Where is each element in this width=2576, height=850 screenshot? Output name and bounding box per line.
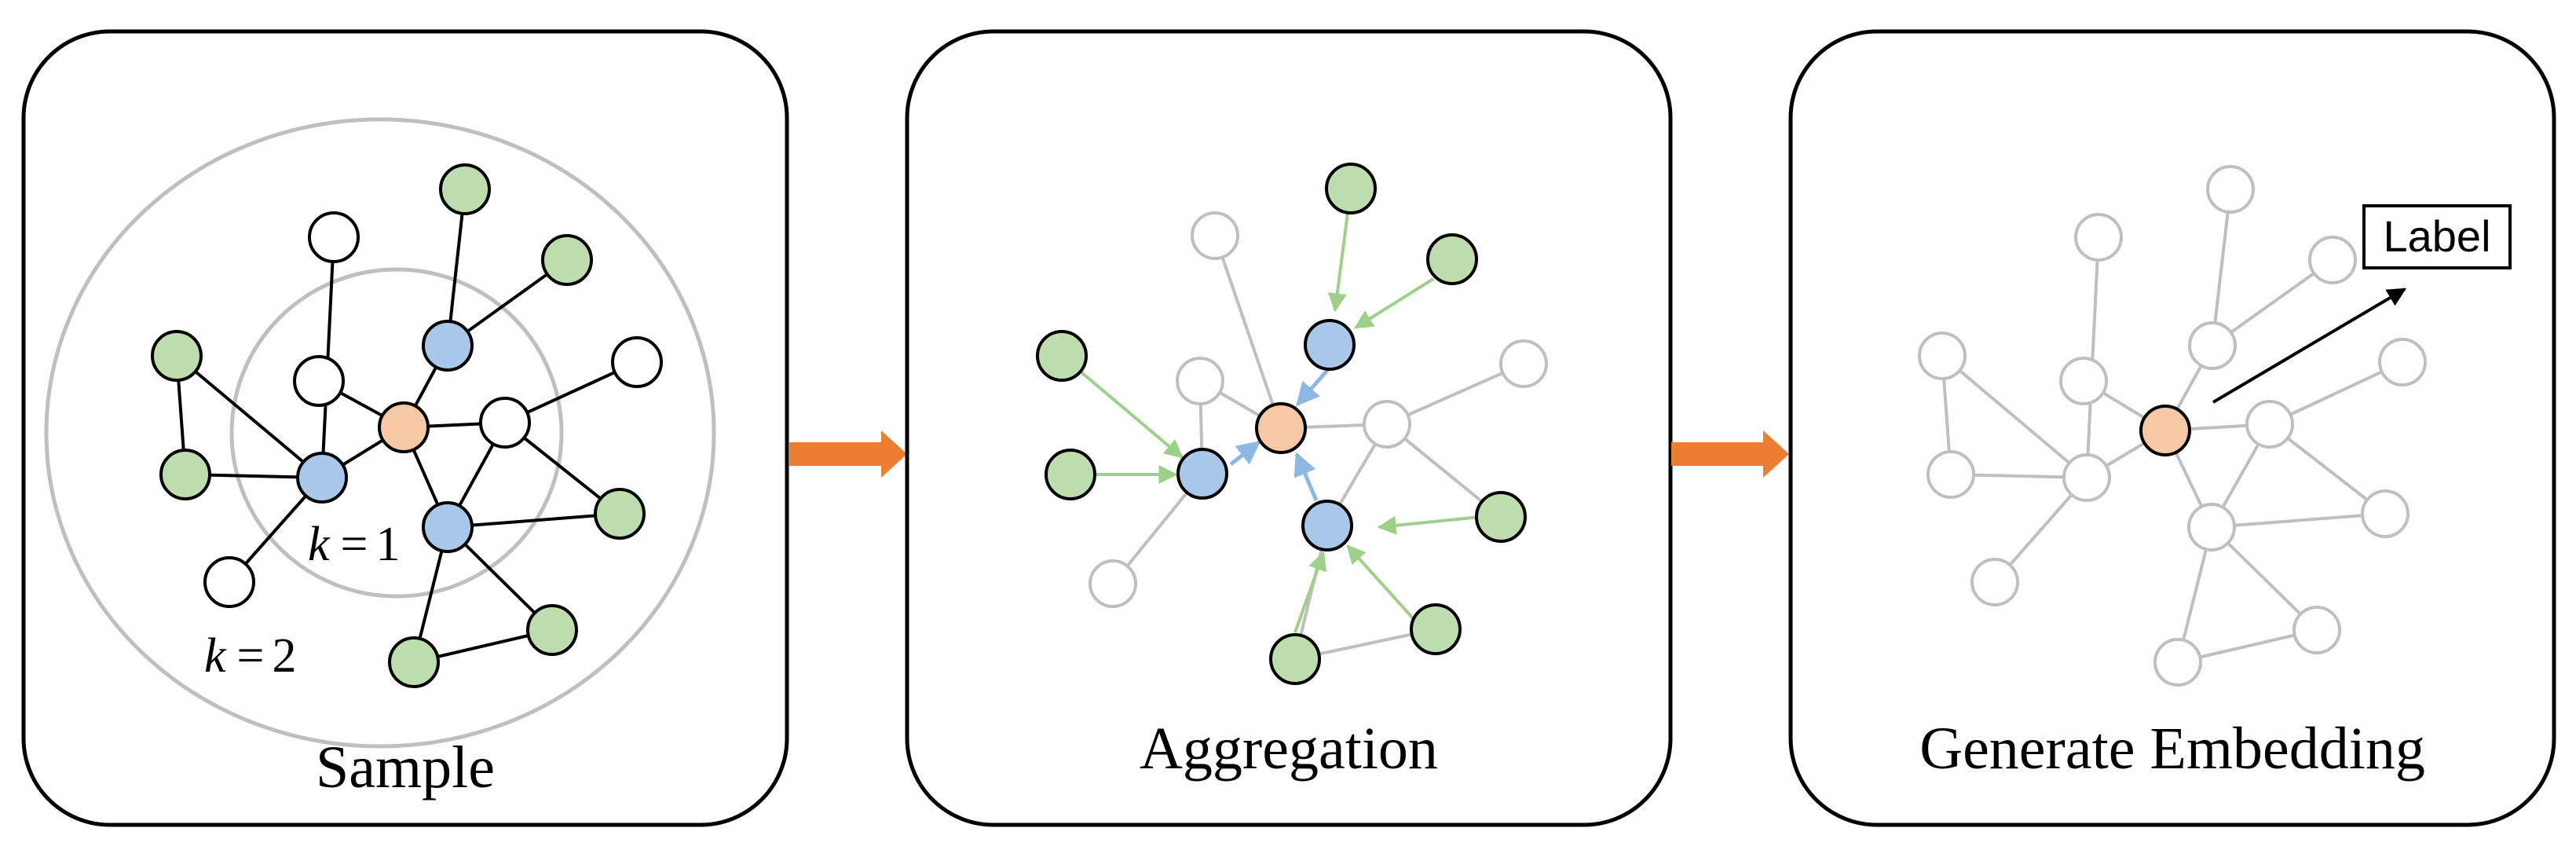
- blue-aggregation-arrows: [1229, 366, 1331, 501]
- nodes: [151, 163, 663, 688]
- node-faded: [2361, 489, 2410, 538]
- node-hop2: [541, 234, 593, 286]
- node-hop1: [1301, 500, 1353, 551]
- node-unsampled: [1191, 211, 1239, 260]
- flow-arrow-icon: [789, 430, 907, 478]
- node-faded: [2378, 338, 2427, 387]
- node-faded: [2245, 400, 2294, 449]
- node-hop2: [159, 449, 211, 500]
- node-hop2: [1426, 233, 1478, 285]
- node-unsampled: [1499, 339, 1548, 388]
- node-unsampled: [479, 397, 531, 449]
- node-unsampled: [203, 556, 255, 608]
- node-target: [378, 401, 430, 453]
- k2-label: k=2: [204, 629, 297, 683]
- node-faded: [2187, 503, 2236, 551]
- k1-boundary-ring: [229, 267, 564, 599]
- node-unsampled: [293, 355, 345, 407]
- panel-aggregation: Aggregation: [905, 29, 1673, 827]
- panel-title: Aggregation: [1140, 716, 1438, 782]
- node-unsampled: [611, 336, 663, 388]
- node-hop2: [151, 330, 203, 382]
- k1-label: k=1: [308, 518, 401, 571]
- k2-boundary-ring: [44, 117, 716, 749]
- node-hop1: [1304, 319, 1356, 371]
- node-hop2: [594, 488, 646, 540]
- node-hop2: [1410, 603, 1462, 655]
- node-unsampled: [1363, 400, 1411, 449]
- node-target: [1255, 402, 1307, 454]
- flow-arrow-icon: [1671, 430, 1789, 478]
- node-faded: [2059, 357, 2108, 405]
- node-hop2: [388, 636, 440, 688]
- node-hop2: [439, 163, 491, 215]
- label-box: [2362, 204, 2512, 269]
- node-target: [2139, 405, 2191, 456]
- node-hop2: [1325, 163, 1377, 214]
- node-faded: [2153, 638, 2202, 687]
- node-hop2: [1269, 633, 1321, 685]
- nodes: [1918, 165, 2427, 687]
- green-aggregation-arrows: [1080, 212, 1481, 633]
- node-unsampled: [308, 211, 360, 263]
- node-faded: [2074, 213, 2123, 262]
- node-hop1: [422, 320, 474, 372]
- node-hop2: [1475, 491, 1527, 543]
- node-hop1: [1176, 448, 1228, 500]
- panel-title: Generate Embedding: [1919, 716, 2425, 782]
- node-faded: [2188, 321, 2237, 370]
- node-hop1: [296, 452, 348, 504]
- node-hop2: [1045, 449, 1096, 500]
- node-faded: [1970, 558, 2019, 606]
- node-hop1: [422, 501, 474, 553]
- node-faded: [2292, 606, 2341, 654]
- node-faded: [2308, 236, 2357, 284]
- nodes: [1036, 163, 1548, 685]
- label-text: Label: [2383, 211, 2490, 261]
- node-faded: [1927, 450, 1975, 499]
- node-faded: [1918, 332, 1967, 380]
- panel-title: Sample: [316, 735, 495, 801]
- node-faded: [2062, 453, 2111, 502]
- node-hop2: [526, 604, 578, 656]
- prediction-arrow: [2212, 288, 2407, 404]
- node-faded: [2206, 165, 2255, 214]
- node-unsampled: [1176, 357, 1224, 405]
- panel-generate-embedding: Label Generate Embedding: [1788, 29, 2556, 827]
- node-hop2: [1036, 330, 1088, 382]
- node-unsampled: [1089, 559, 1137, 608]
- panel-sample: k=1 k=2 Sample: [21, 29, 789, 827]
